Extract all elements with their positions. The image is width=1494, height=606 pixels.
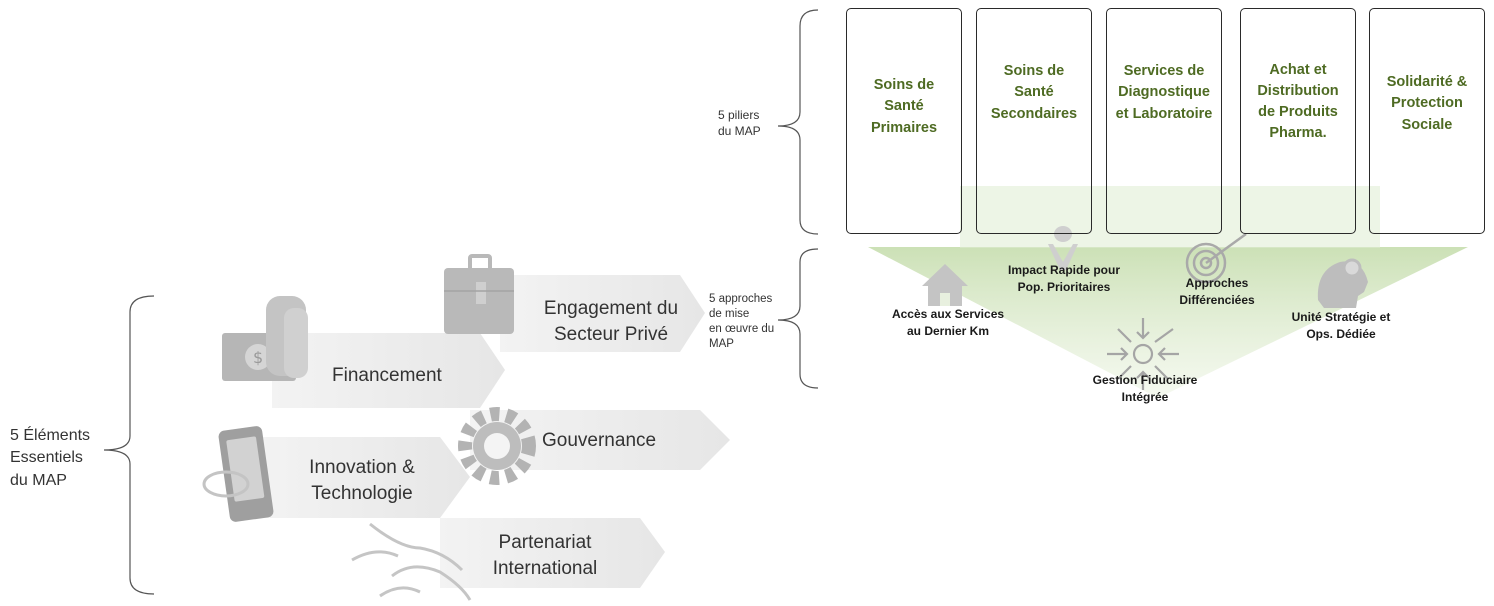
arrows-converge-icon bbox=[1107, 318, 1179, 390]
approach-unite-strategie: Unité Stratégie et Ops. Dédiée bbox=[1291, 310, 1391, 342]
house-icon bbox=[922, 264, 968, 306]
pillars-bracket-label: 5 piliers du MAP bbox=[718, 108, 761, 139]
pillar-pharma: Achat et Distribution de Produits Pharma… bbox=[1240, 8, 1356, 234]
element-gouvernance: Gouvernance bbox=[542, 430, 657, 451]
approach-dernier-km: Accès aux Services au Dernier Km bbox=[891, 307, 1005, 339]
svg-text:$: $ bbox=[253, 348, 263, 367]
arrow-shape-financement bbox=[272, 333, 505, 408]
arrow-shape-engagement bbox=[500, 275, 705, 352]
pillar-diagnostique: Services de Diagnostique et Laboratoire bbox=[1106, 8, 1222, 234]
arrow-shape-gouvernance bbox=[470, 410, 730, 470]
briefcase-icon bbox=[444, 254, 514, 334]
element-financement: Financement bbox=[332, 365, 442, 386]
element-engagement-prive: Engagement du Secteur Privé bbox=[543, 298, 679, 345]
head-gear-icon bbox=[1317, 258, 1368, 308]
funnel-triangle bbox=[868, 247, 1468, 398]
target-icon bbox=[1185, 232, 1247, 284]
money-icon: $ bbox=[222, 296, 308, 381]
elements-bracket-label: 5 Éléments Essentiels du MAP bbox=[10, 427, 91, 489]
pillar-label: Achat et Distribution de Produits Pharma… bbox=[1257, 61, 1339, 142]
funnel-glow bbox=[960, 186, 1380, 248]
approach-impact-rapide: Impact Rapide pour Pop. Prioritaires bbox=[1007, 263, 1120, 295]
bracket-pillars bbox=[777, 9, 819, 235]
smartphone-icon bbox=[202, 426, 274, 522]
handshake-icon bbox=[351, 522, 472, 601]
arrow-shape-innovation bbox=[260, 437, 470, 518]
pillar-protection-sociale: Solidarité & Protection Sociale bbox=[1369, 8, 1485, 234]
approach-differenciees: Approches Différenciées bbox=[1179, 276, 1255, 308]
pillar-label: Solidarité & Protection Sociale bbox=[1386, 74, 1468, 133]
approaches-bracket-label: 5 approches de mise en œuvre du MAP bbox=[709, 293, 775, 350]
pillar-label: Services de Diagnostique et Laboratoire bbox=[1115, 63, 1213, 122]
pillar-label: Soins de Santé Secondaires bbox=[990, 63, 1078, 122]
approach-gestion-fiduciaire: Gestion Fiduciaire Intégrée bbox=[1092, 373, 1198, 405]
gear-icon bbox=[458, 407, 536, 485]
element-partenariat-international: Partenariat International bbox=[492, 532, 598, 579]
pillar-soins-secondaires: Soins de Santé Secondaires bbox=[976, 8, 1092, 234]
pillar-soins-primaires: Soins de Santé Primaires bbox=[846, 8, 962, 234]
arrow-shape-partenariat bbox=[440, 518, 665, 588]
bracket-elements bbox=[103, 295, 155, 595]
pillar-label: Soins de Santé Primaires bbox=[870, 77, 938, 136]
bracket-approaches bbox=[777, 248, 819, 389]
people-icon bbox=[1048, 226, 1078, 270]
element-innovation-technologie: Innovation & Technologie bbox=[309, 457, 415, 504]
